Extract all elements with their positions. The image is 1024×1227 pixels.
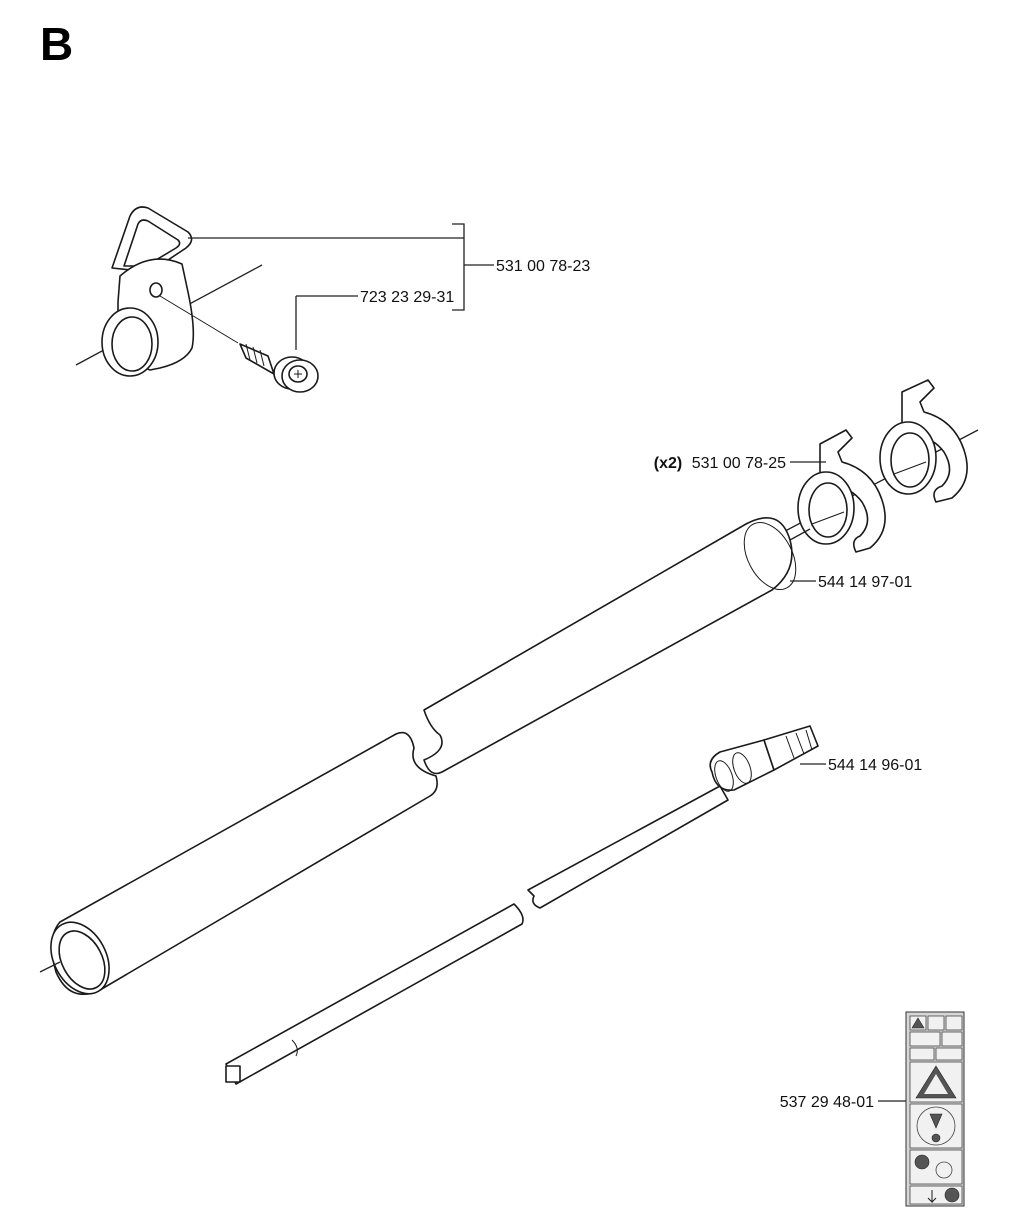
part-number-clip: (x2) 531 00 78-25 bbox=[654, 455, 786, 472]
part-number-decal: 537 29 48-01 bbox=[780, 1094, 874, 1111]
hanger-kit-leaders bbox=[188, 223, 494, 350]
part-number-screw: 723 23 29-31 bbox=[360, 289, 454, 306]
screw-part bbox=[239, 343, 319, 393]
section-label: B bbox=[40, 18, 73, 70]
hanger-clamp-part bbox=[75, 206, 263, 377]
clip-parts bbox=[767, 379, 979, 553]
shaft-tube-part bbox=[39, 516, 811, 995]
drive-shaft-part bbox=[225, 725, 819, 1085]
part-number-shaft-tube: 544 14 97-01 bbox=[818, 574, 912, 591]
part-number-clip-value: 531 00 78-25 bbox=[692, 455, 786, 472]
part-number-hanger-kit: 531 00 78-23 bbox=[496, 258, 590, 275]
part-number-drive-shaft: 544 14 96-01 bbox=[828, 757, 922, 774]
quantity-clip: (x2) bbox=[654, 455, 682, 472]
safety-decal-part bbox=[905, 1011, 965, 1207]
